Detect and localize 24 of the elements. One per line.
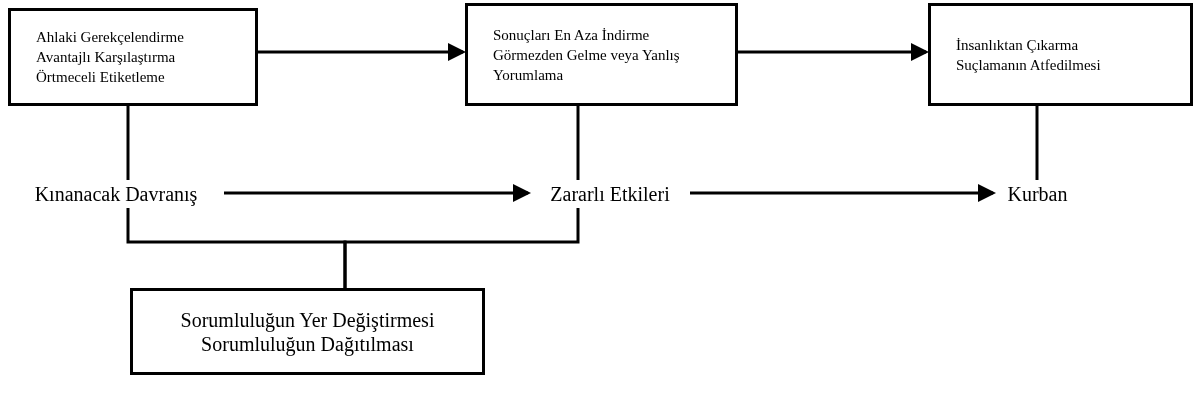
process-box xyxy=(8,8,258,106)
box-text: Sonuçları En Aza İndirme xyxy=(493,25,650,45)
box-text: Görmezden Gelme veya Yanlış Yorumlama xyxy=(493,45,681,85)
box-text: Ahlaki Gerekçelendirme xyxy=(36,28,184,47)
stage-label: Zararlı Etkileri xyxy=(550,181,670,207)
box-text: Avantajlı Karşılaştırma xyxy=(36,48,176,67)
box-text: İnsanlıktan Çıkarma xyxy=(956,35,1079,55)
arrow xyxy=(738,43,929,61)
connector-line xyxy=(343,208,580,288)
stage-label: Kınanacak Davranış xyxy=(34,181,198,207)
arrow xyxy=(224,184,531,202)
process-box xyxy=(465,3,738,106)
process-box xyxy=(130,288,485,375)
arrow xyxy=(690,184,996,202)
arrow xyxy=(258,43,466,61)
box-text: Suçlamanın Atfedilmesi xyxy=(956,55,1101,75)
connector-line xyxy=(126,106,130,180)
box-text: Örtmeceli Etiketleme xyxy=(36,68,165,87)
connector-line xyxy=(1035,106,1039,180)
box-text: Sorumluluğun Dağıtılması xyxy=(201,332,414,356)
box-text: Sorumluluğun Yer Değiştirmesi xyxy=(180,307,435,332)
stage-label: Kurban xyxy=(1007,181,1068,207)
process-box xyxy=(928,3,1193,106)
connector-line xyxy=(576,106,580,180)
